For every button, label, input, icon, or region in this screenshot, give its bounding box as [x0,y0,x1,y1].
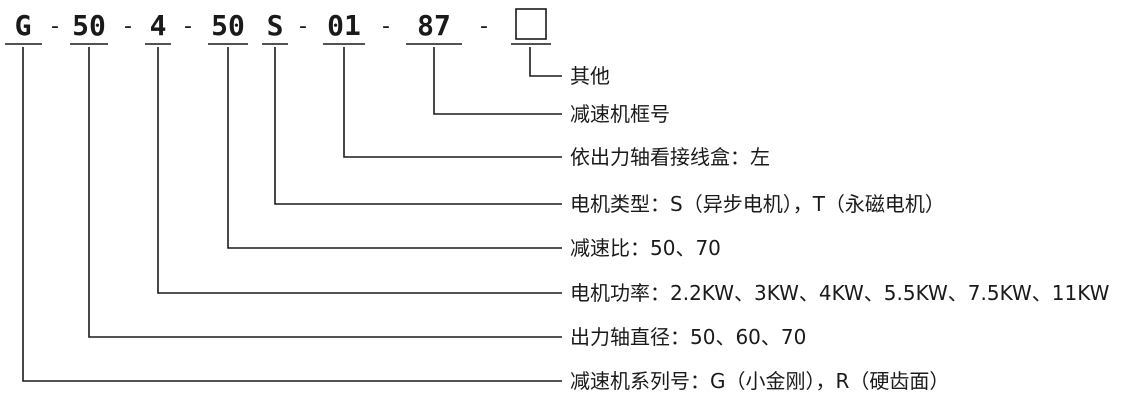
desc-junction-box: 依出力轴看接线盒：左 [570,145,770,169]
leader-line-shaft-diameter [88,47,562,338]
separator-dash: - [299,14,307,39]
code-segment-junction-box: 01 [327,9,361,42]
leader-line-motor-power [157,47,562,294]
separator-dash: - [51,14,59,39]
code-segment-ratio: 50 [211,9,245,42]
leader-line-frame-size [433,47,562,115]
leader-line-other [529,47,562,77]
code-segment-other-box [515,8,547,40]
desc-frame-size: 减速机框号 [570,102,670,126]
desc-motor-type: 电机类型：S（异步电机），T（永磁电机） [570,192,945,216]
desc-ratio: 减速比：50、70 [570,236,721,260]
code-segment-frame-size: 87 [417,9,451,42]
desc-shaft-diameter: 出力轴直径：50、60、70 [570,325,806,349]
code-segment-shaft-diameter: 50 [72,9,106,42]
leader-line-motor-type [274,47,562,205]
leader-lines [22,47,562,382]
code-segment-motor-power: 4 [150,9,167,42]
desc-other: 其他 [570,64,610,88]
desc-series: 减速机系列号：G（小金刚），R（硬齿面） [570,369,949,393]
separator-dash: - [382,14,390,39]
description-labels: 其他 减速机框号 依出力轴看接线盒：左 电机类型：S（异步电机），T（永磁电机）… [570,64,1110,393]
code-segment-motor-type: S [267,9,284,42]
code-segment-series: G [15,9,32,42]
desc-motor-power: 电机功率：2.2KW、3KW、4KW、5.5KW、7.5KW、11KW [570,281,1110,305]
leader-line-ratio [227,47,562,249]
separator-dash: - [480,14,488,39]
leader-line-series [22,47,562,382]
leader-line-junction-box [343,47,562,158]
code-row: G - 50 - 4 - 50 S - 01 - 87 - [5,8,551,45]
separator-dash: - [124,14,132,39]
separator-dash: - [184,14,192,39]
